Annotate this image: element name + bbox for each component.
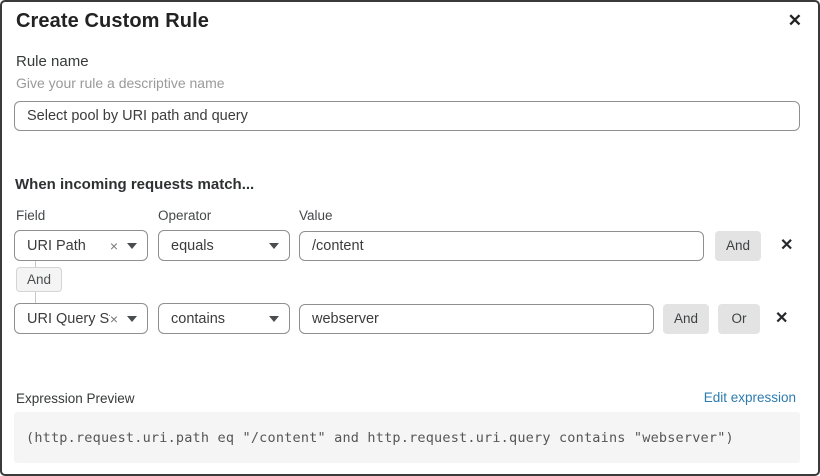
- expression-preview-box: (http.request.uri.path eq "/content" and…: [14, 412, 800, 463]
- close-icon[interactable]: ✕: [784, 8, 806, 33]
- operator-select[interactable]: contains: [158, 303, 290, 334]
- value-input[interactable]: [299, 303, 654, 334]
- rule-name-input[interactable]: [14, 101, 800, 131]
- operator-select-value: equals: [171, 237, 214, 254]
- match-section-heading: When incoming requests match...: [15, 176, 255, 193]
- add-and-condition-button[interactable]: And: [663, 303, 709, 334]
- clear-selection-icon[interactable]: ×: [109, 237, 118, 254]
- condition-row: URI Query St... × contains And Or ✕: [14, 303, 790, 334]
- value-input[interactable]: [299, 230, 704, 261]
- rule-name-label: Rule name: [16, 53, 89, 70]
- edit-expression-link[interactable]: Edit expression: [703, 390, 796, 405]
- operator-select-value: contains: [171, 310, 226, 327]
- field-column-label: Field: [16, 208, 46, 223]
- and-connector-badge: And: [16, 267, 63, 292]
- field-select[interactable]: URI Path ×: [14, 230, 148, 261]
- delete-row-icon[interactable]: ✕: [780, 236, 794, 254]
- clear-selection-icon[interactable]: ×: [109, 310, 118, 327]
- expression-preview-label: Expression Preview: [16, 391, 135, 406]
- expression-preview-code: (http.request.uri.path eq "/content" and…: [26, 429, 734, 446]
- condition-row: URI Path × equals And ✕: [14, 230, 795, 261]
- add-or-condition-button[interactable]: Or: [718, 303, 760, 334]
- field-select-value: URI Query St...: [27, 310, 110, 327]
- rule-name-helper: Give your rule a descriptive name: [16, 75, 225, 91]
- chevron-down-icon: [269, 242, 279, 249]
- field-select[interactable]: URI Query St... ×: [14, 303, 148, 334]
- chevron-down-icon: [269, 315, 279, 322]
- chevron-down-icon: [127, 315, 137, 322]
- operator-column-label: Operator: [158, 208, 212, 223]
- operator-select[interactable]: equals: [158, 230, 290, 261]
- dialog-title: Create Custom Rule: [16, 10, 209, 32]
- value-column-label: Value: [299, 208, 333, 223]
- chevron-down-icon: [127, 242, 137, 249]
- field-select-value: URI Path: [27, 237, 86, 254]
- delete-row-icon[interactable]: ✕: [775, 309, 789, 327]
- add-and-condition-button[interactable]: And: [715, 230, 761, 261]
